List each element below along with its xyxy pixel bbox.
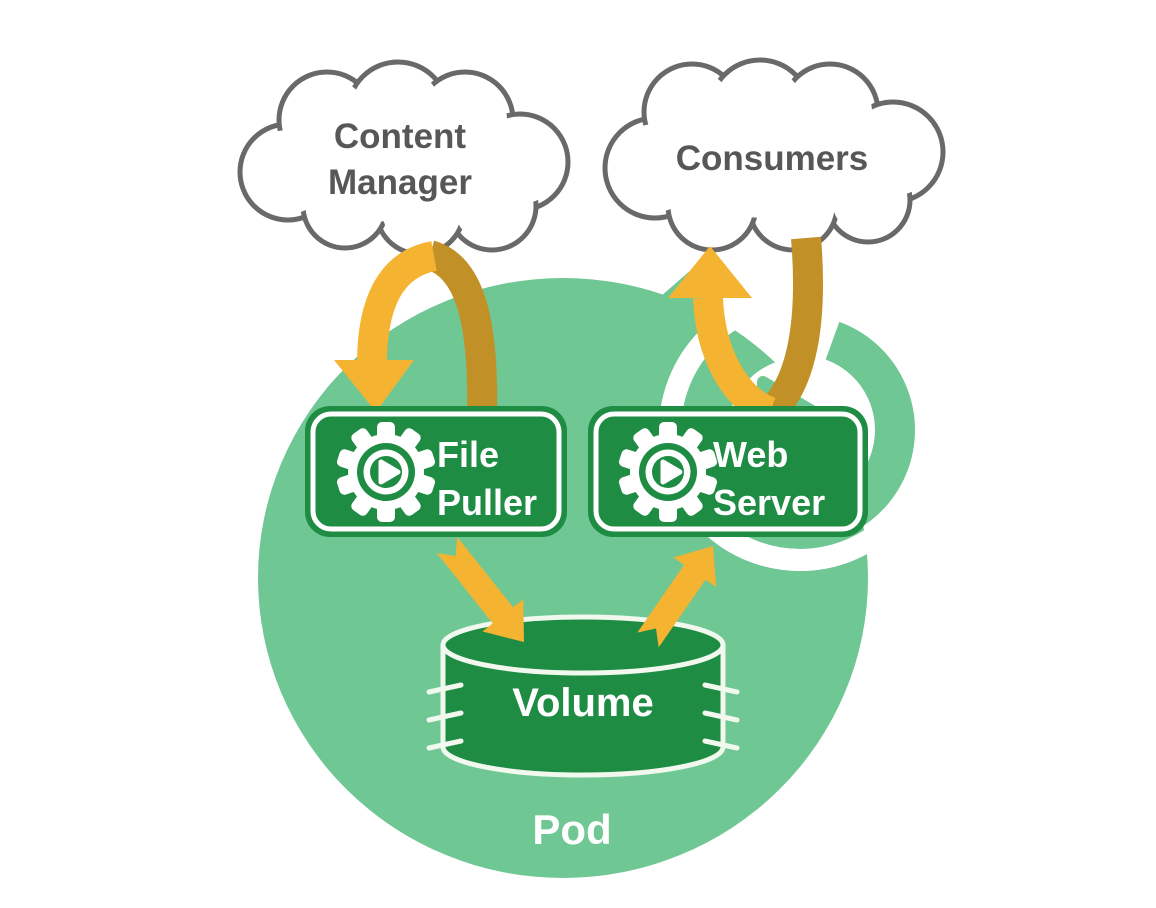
consumers-label: Consumers <box>675 139 869 178</box>
cloud-content-manager <box>237 59 571 257</box>
content-manager-label: Content Manager <box>328 117 472 203</box>
web-server-to-consumers-arrow <box>668 236 823 426</box>
volume-to-web-server-arrow <box>637 546 717 648</box>
arrow-head-up <box>668 246 752 298</box>
cylinder-ticks <box>426 682 740 751</box>
pod-label: Pod <box>532 806 612 853</box>
volume-label: Volume <box>512 681 654 725</box>
file-puller-label: File Puller <box>437 434 538 523</box>
content-manager-to-file-puller-arrow <box>334 240 498 415</box>
file-puller-to-volume-arrow <box>436 536 524 642</box>
cloud-consumers <box>602 57 946 253</box>
arrow-head-down <box>334 360 414 412</box>
web-server-label: Web Server <box>713 434 826 523</box>
